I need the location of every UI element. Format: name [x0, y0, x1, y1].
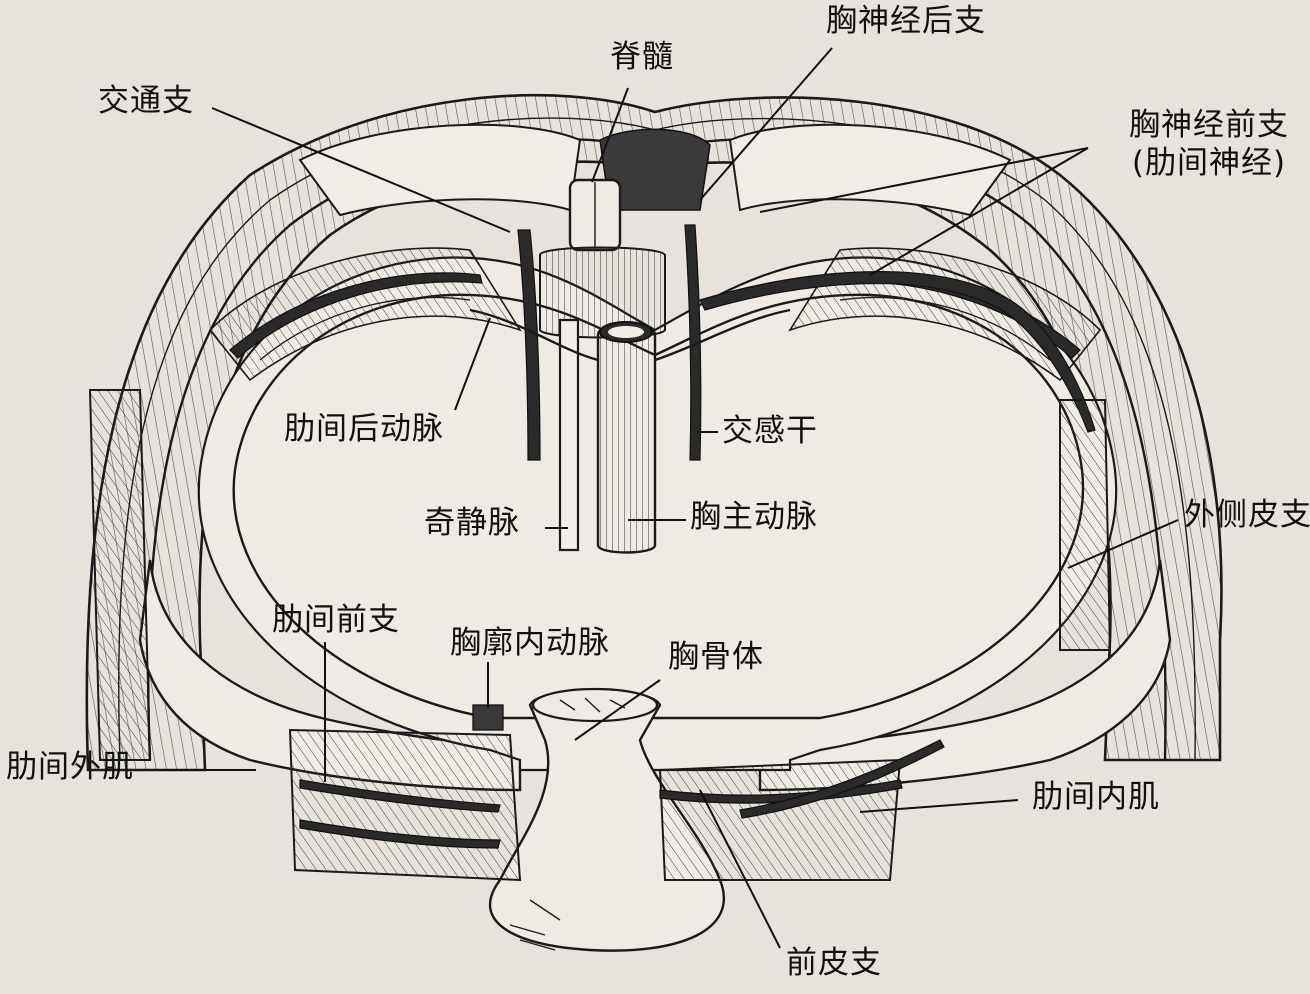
label-thoracic-posterior-branch: 胸神经后支: [826, 3, 986, 39]
label-anterior-cutaneous-branch: 前皮支: [786, 945, 882, 981]
label-communicating-branch: 交通支: [98, 83, 194, 119]
label-thoracic-anterior-branch: 胸神经前支: [1129, 107, 1289, 143]
posterior-intercostal-artery-right: [654, 308, 791, 362]
internal-thoracic-artery-stub: [472, 704, 504, 731]
leader-posterior-intercostal-artery: [454, 317, 491, 411]
label-azygos-vein: 奇静脉: [424, 505, 520, 541]
leader-sternum-body: [574, 679, 661, 741]
sternum-cut-surface: [531, 687, 659, 723]
posterior-intercostal-artery-left: [469, 308, 599, 362]
lateral-wall-left: [88, 389, 152, 761]
thoracic-aorta: [596, 322, 657, 554]
label-lateral-cutaneous-branch: 外侧皮支: [1184, 497, 1310, 533]
back-muscle-left: [298, 123, 582, 217]
label-external-intercostal-muscle: 肋间外肌: [6, 749, 134, 785]
leader-lines: [160, 47, 1179, 949]
vertebral-body: [539, 246, 666, 339]
label-internal-thoracic-artery: 胸廓内动脉: [450, 625, 610, 661]
label-intercostal-anterior-branch: 肋间前支: [272, 602, 400, 638]
label-sternum-body: 胸骨体: [668, 639, 764, 675]
anterior-intercostal-right-2: [739, 739, 945, 819]
azygos-vein: [558, 318, 580, 552]
leader-posterior-branch: [699, 47, 833, 201]
leader-spinal-cord: [591, 87, 629, 183]
sympathetic-trunk-left: [517, 229, 541, 461]
label-intercostal-nerve: (肋间神经): [1131, 145, 1287, 181]
label-posterior-intercostal-artery: 肋间后动脉: [284, 411, 444, 447]
aorta-lumen-inner: [608, 326, 644, 338]
spinal-dorsal-mass: [599, 128, 711, 211]
label-thoracic-aorta: 胸主动脉: [690, 499, 818, 535]
anterior-intercostal-left-2: [299, 819, 501, 849]
sympathetic-trunk-right: [684, 224, 702, 461]
leader-anterior-branch-2: [869, 147, 1089, 276]
leader-anterior-cutaneous: [699, 789, 781, 949]
anterior-intercostal-left: [299, 779, 501, 813]
leader-anterior-branch-1: [759, 147, 1089, 213]
back-muscle-right: [728, 123, 1012, 217]
label-sympathetic-trunk: 交感干: [722, 413, 818, 449]
leader-lateral-cutaneous: [1067, 519, 1179, 569]
rib-ring-front: [138, 559, 522, 792]
intercostal-vessel-left: [229, 272, 483, 359]
lateral-wall-right: [1059, 399, 1112, 651]
leader-internal-intercostal: [859, 799, 1019, 813]
anterior-intercostal-right: [659, 779, 903, 804]
label-spinal-cord: 脊髓: [610, 39, 674, 75]
label-internal-intercostal-muscle: 肋间内肌: [1032, 779, 1160, 815]
xiphoid-strands: [509, 899, 561, 951]
leader-communicating-branch: [211, 107, 511, 233]
